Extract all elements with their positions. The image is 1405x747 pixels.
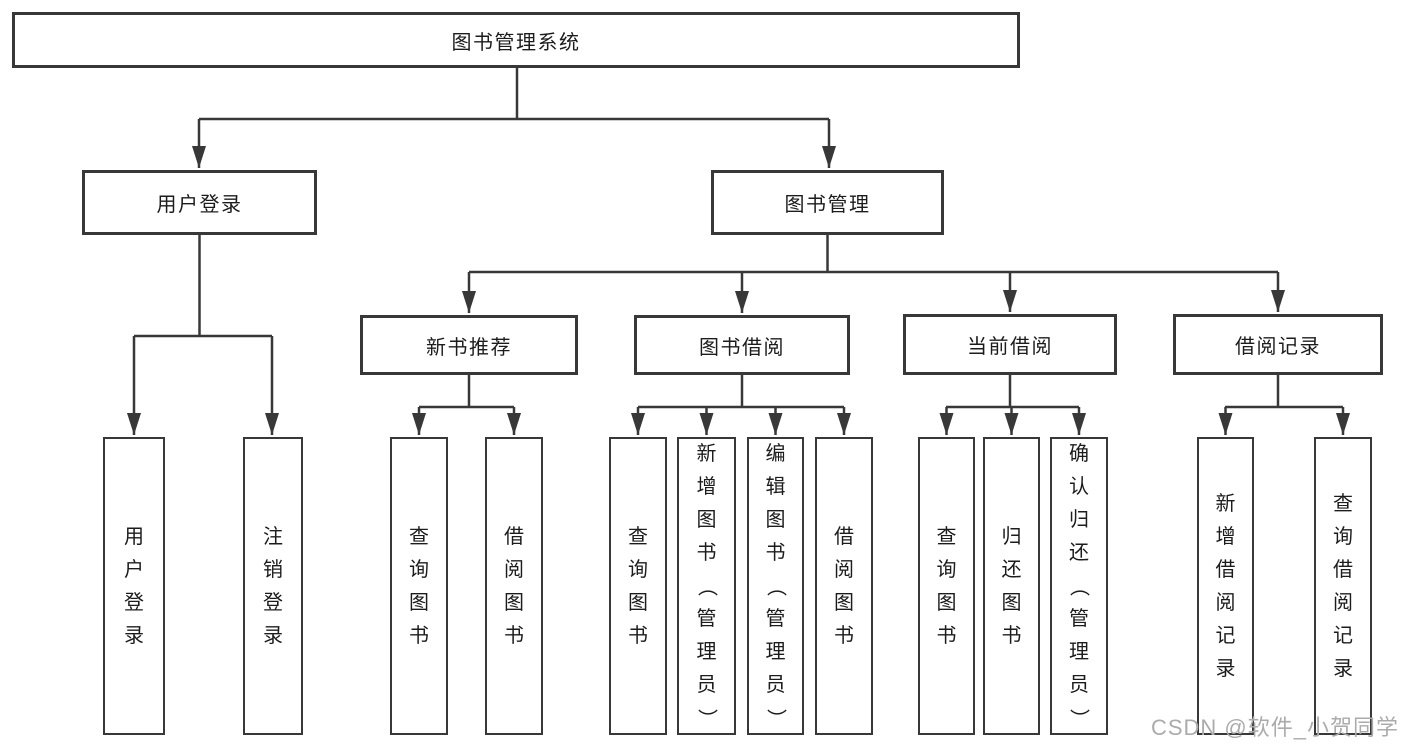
node-borrowing-records: 借阅记录: [1173, 314, 1383, 375]
leaf-borrow-add-books-admin: 新增图书（管理员）: [677, 437, 736, 735]
leaf-logout: 注销登录: [243, 437, 303, 735]
node-root-library-system: 图书管理系统: [12, 12, 1020, 68]
leaf-borrow-edit-books-admin: 编辑图书（管理员）: [747, 437, 804, 735]
leaf-label: 查询图书: [628, 525, 648, 647]
leaf-newrec-query-books: 查询图书: [390, 437, 448, 735]
leaf-label: 新增图书（管理员）: [695, 443, 718, 728]
leaf-current-confirm-return-admin: 确认归还（管理员）: [1050, 437, 1108, 735]
node-new-book-recommendation: 新书推荐: [360, 315, 578, 375]
leaf-label: 注销登录: [263, 525, 283, 647]
leaf-label: 借阅图书: [834, 525, 854, 647]
leaf-records-query-record: 查询借阅记录: [1314, 437, 1372, 735]
leaf-newrec-borrow-books: 借阅图书: [485, 437, 543, 735]
leaf-borrow-query-books: 查询图书: [609, 437, 667, 735]
node-label: 图书管理系统: [451, 31, 581, 54]
node-label: 图书管理: [784, 194, 871, 216]
leaf-label: 借阅图书: [504, 525, 524, 647]
leaf-current-query-books: 查询图书: [918, 437, 975, 735]
leaf-current-return-books: 归还图书: [983, 437, 1040, 735]
leaf-borrow-borrow-books: 借阅图书: [815, 437, 873, 735]
leaf-label: 用户登录: [124, 525, 144, 647]
leaf-label: 查询图书: [409, 525, 429, 647]
leaf-records-add-record: 新增借阅记录: [1197, 437, 1254, 735]
leaf-label: 归还图书: [1001, 525, 1022, 647]
watermark: CSDN @软件_小贺同学: [1150, 715, 1399, 740]
leaf-label: 查询借阅记录: [1333, 492, 1353, 680]
leaf-label: 查询图书: [936, 525, 957, 647]
node-label: 当前借阅: [967, 336, 1053, 358]
node-user-login: 用户登录: [82, 170, 317, 235]
leaf-user-login: 用户登录: [103, 437, 165, 735]
node-label: 用户登录: [156, 194, 243, 216]
node-current-borrowing: 当前借阅: [903, 314, 1117, 375]
leaf-label: 确认归还（管理员）: [1068, 443, 1090, 728]
leaf-label: 编辑图书（管理员）: [764, 443, 787, 728]
node-label: 图书借阅: [699, 336, 785, 359]
node-label: 新书推荐: [426, 336, 512, 359]
leaf-label: 新增借阅记录: [1215, 492, 1236, 680]
node-label: 借阅记录: [1235, 336, 1321, 358]
node-book-borrowing: 图书借阅: [634, 315, 850, 375]
node-book-management: 图书管理: [711, 170, 944, 235]
